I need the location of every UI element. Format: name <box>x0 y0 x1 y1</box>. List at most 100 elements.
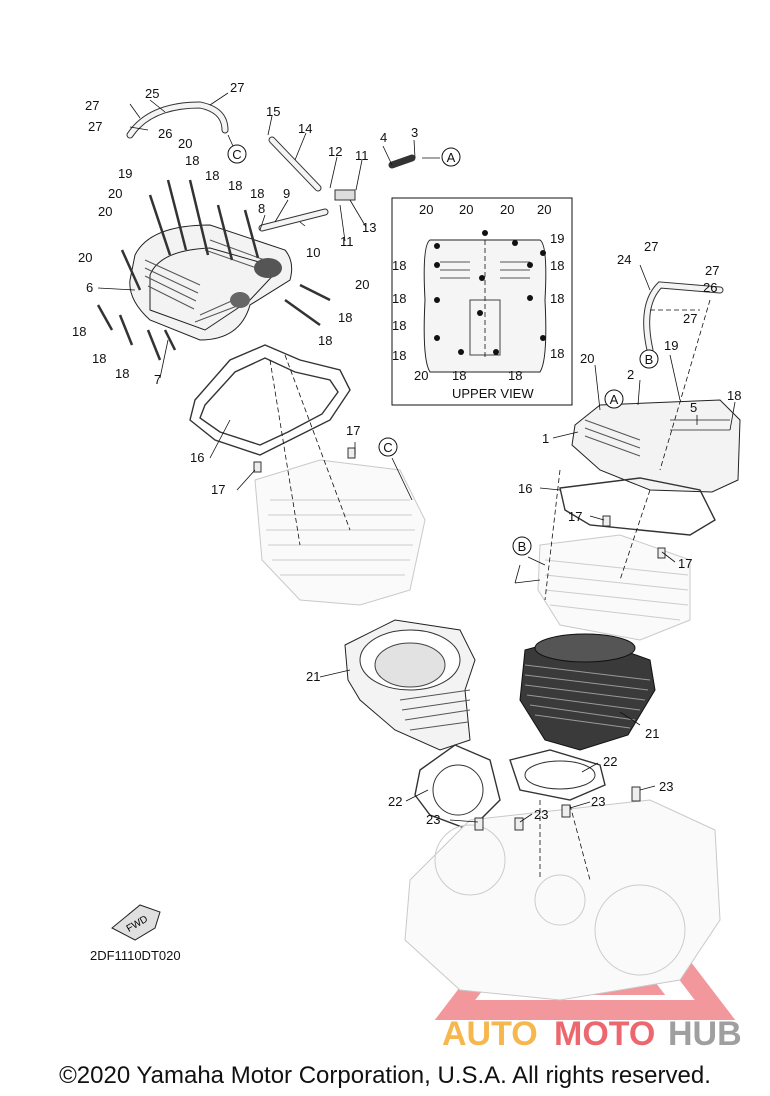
callout-11: 11 <box>340 234 354 249</box>
callout-18: 18 <box>338 310 352 325</box>
callout-20: 20 <box>414 368 428 383</box>
cylinder-base-gaskets <box>414 744 606 831</box>
callout-13: 13 <box>362 220 376 235</box>
ref-b-top: B <box>645 352 654 367</box>
callout-27: 27 <box>644 239 658 254</box>
callout-19: 19 <box>550 231 564 246</box>
callout-22: 22 <box>388 794 402 809</box>
front-cover-gasket <box>559 477 716 536</box>
callout-27: 27 <box>683 311 697 326</box>
callout-18: 18 <box>392 318 406 333</box>
callout-20: 20 <box>537 202 551 217</box>
reference-markers <box>227 144 659 556</box>
upper-view-label: UPPER VIEW <box>452 386 534 401</box>
callout-17: 17 <box>568 509 582 524</box>
callout-23: 23 <box>659 779 673 794</box>
callout-8: 8 <box>258 201 265 216</box>
callout-11: 11 <box>355 148 369 163</box>
crankcase <box>404 799 721 1001</box>
leader-lines <box>97 92 736 881</box>
ref-a-mid: A <box>610 392 619 407</box>
callout-18: 18 <box>550 291 564 306</box>
fwd-arrow: FWD <box>111 904 161 941</box>
callout-18: 18 <box>550 346 564 361</box>
ref-b-mid: B <box>518 539 527 554</box>
callout-18: 18 <box>318 333 332 348</box>
callout-26: 26 <box>703 280 717 295</box>
front-cylinder <box>519 633 656 751</box>
callout-18: 18 <box>392 348 406 363</box>
callout-18: 18 <box>228 178 242 193</box>
callout-27: 27 <box>705 263 719 278</box>
rear-cover-bolts <box>96 179 331 361</box>
callout-20: 20 <box>500 202 514 217</box>
watermark-moto: MOTO <box>554 1015 655 1053</box>
callout-18: 18 <box>205 168 219 183</box>
copyright-notice: ©2020 Yamaha Motor Corporation, U.S.A. A… <box>59 1062 711 1089</box>
callout-23: 23 <box>426 812 440 827</box>
callout-4: 4 <box>380 130 387 145</box>
callout-labels: 27 27 25 27 26 20 19 18 18 18 18 20 20 2… <box>72 80 741 827</box>
callout-27: 27 <box>230 80 244 95</box>
callout-20: 20 <box>459 202 473 217</box>
callout-7: 7 <box>154 372 161 387</box>
watermark-text: AUTO MOTO HUB <box>442 1015 742 1053</box>
callout-10: 10 <box>306 245 320 260</box>
ref-c-top: C <box>232 147 241 162</box>
callout-21: 21 <box>306 669 320 684</box>
callout-18: 18 <box>392 291 406 306</box>
callout-17: 17 <box>211 482 225 497</box>
callout-21: 21 <box>645 726 659 741</box>
callout-24: 24 <box>617 252 631 267</box>
callout-9: 9 <box>283 186 290 201</box>
rear-cover-gasket <box>189 344 351 456</box>
callout-16: 16 <box>190 450 204 465</box>
watermark-hub: HUB <box>668 1015 742 1053</box>
callout-20: 20 <box>419 202 433 217</box>
callout-6: 6 <box>86 280 93 295</box>
callout-5: 5 <box>690 400 697 415</box>
callout-18: 18 <box>452 368 466 383</box>
ref-c-mid: C <box>383 440 392 455</box>
callout-15: 15 <box>266 104 280 119</box>
callout-22: 22 <box>603 754 617 769</box>
callout-18: 18 <box>508 368 522 383</box>
diagram-code: 2DF1110DT020 <box>90 948 181 963</box>
rear-cylinder <box>344 619 476 751</box>
callout-23: 23 <box>534 807 548 822</box>
rear-head-cover <box>129 224 293 341</box>
callout-20: 20 <box>98 204 112 219</box>
callout-23: 23 <box>591 794 605 809</box>
callout-26: 26 <box>158 126 172 141</box>
callout-18: 18 <box>115 366 129 381</box>
callout-18: 18 <box>92 351 106 366</box>
callout-12: 12 <box>328 144 342 159</box>
callout-1: 1 <box>542 431 549 446</box>
callout-20: 20 <box>78 250 92 265</box>
callout-20: 20 <box>178 136 192 151</box>
callout-16: 16 <box>518 481 532 496</box>
callout-19: 19 <box>664 338 678 353</box>
callout-27: 27 <box>88 119 102 134</box>
callout-18: 18 <box>185 153 199 168</box>
breather-hoses <box>126 101 416 232</box>
front-cylinder-head <box>537 534 691 641</box>
callout-18: 18 <box>72 324 86 339</box>
callout-18: 18 <box>727 388 741 403</box>
watermark-auto: AUTO <box>442 1015 538 1053</box>
rear-cylinder-head <box>254 459 426 606</box>
ref-a-top: A <box>447 150 456 165</box>
callout-18: 18 <box>250 186 264 201</box>
callout-19: 19 <box>118 166 132 181</box>
callout-20: 20 <box>108 186 122 201</box>
callout-27: 27 <box>85 98 99 113</box>
callout-25: 25 <box>145 86 159 101</box>
callout-3: 3 <box>411 125 418 140</box>
callout-18: 18 <box>550 258 564 273</box>
callout-20: 20 <box>355 277 369 292</box>
callout-2: 2 <box>627 367 634 382</box>
callout-17: 17 <box>678 556 692 571</box>
callout-14: 14 <box>298 121 312 136</box>
front-head-cover <box>571 281 741 493</box>
